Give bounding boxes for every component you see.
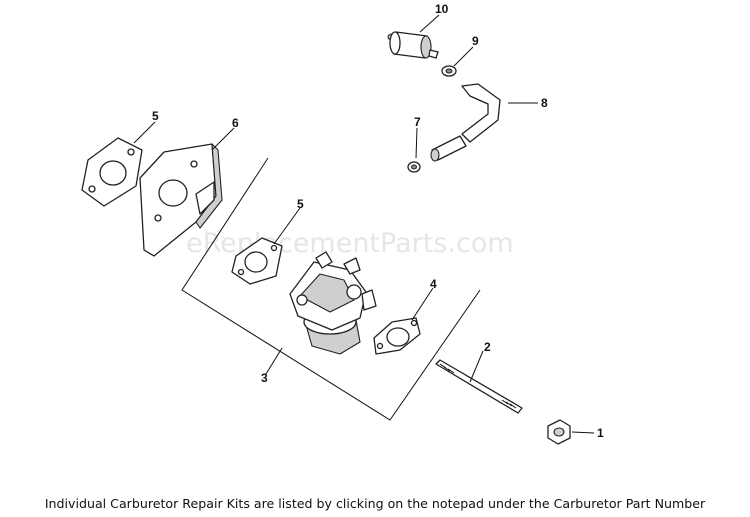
callout-9: 9 (472, 34, 479, 48)
part-8-fuel-line[interactable] (461, 83, 501, 143)
part-7-fuel-line-clamp[interactable] (407, 135, 467, 173)
part-10-fuel-filter[interactable] (387, 31, 439, 59)
part-5-gasket-lower[interactable] (231, 237, 283, 285)
part-2-stud[interactable] (435, 359, 523, 414)
callout-10: 10 (435, 2, 449, 16)
callout-6: 6 (232, 116, 239, 130)
callout-2: 2 (484, 340, 491, 354)
repair-kit-caption: Individual Carburetor Repair Kits are li… (44, 496, 706, 511)
part-6-heat-shield[interactable] (139, 143, 223, 257)
callout-3: 3 (261, 371, 268, 385)
callout-8: 8 (541, 96, 548, 110)
part-1-nut[interactable] (547, 419, 571, 445)
callout-5-lower: 5 (297, 197, 304, 211)
leader-lines (133, 14, 595, 434)
callout-7: 7 (414, 115, 421, 129)
callout-1: 1 (597, 426, 604, 440)
watermark-text: eReplacementParts.com (186, 228, 514, 259)
part-9-hose-clamp[interactable] (441, 65, 457, 77)
carburetor-assembly-outline (181, 157, 481, 421)
callout-5-upper: 5 (152, 109, 159, 123)
carburetor-body[interactable] (289, 251, 377, 355)
part-4-gasket[interactable] (373, 317, 421, 355)
callout-4: 4 (430, 277, 437, 291)
part-5-gasket-upper[interactable] (81, 137, 143, 207)
